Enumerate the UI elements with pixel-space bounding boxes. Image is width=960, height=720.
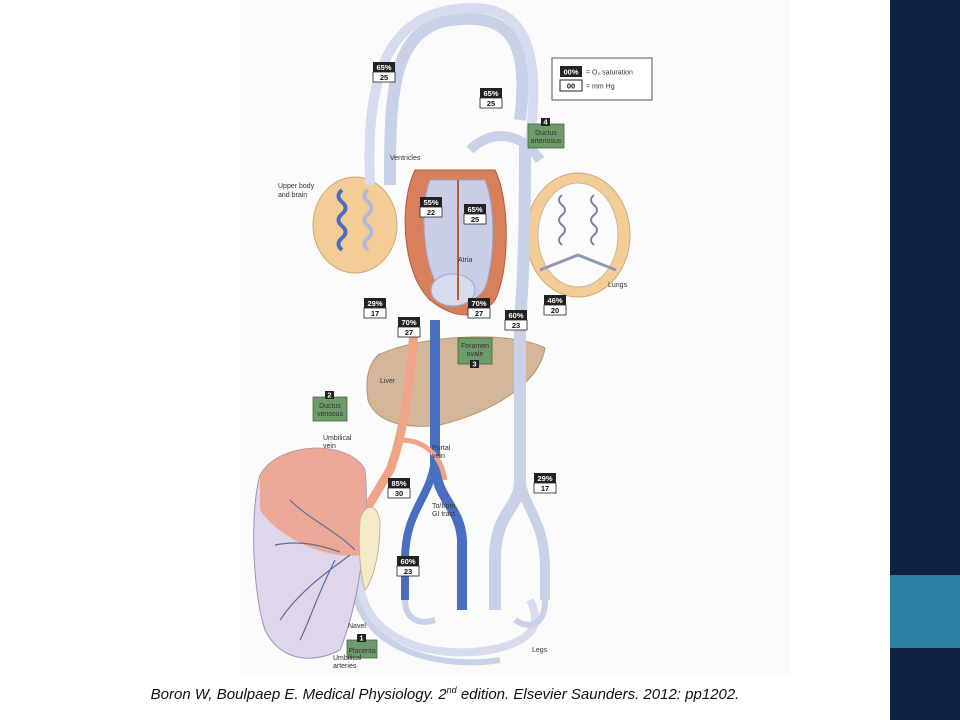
label-portal-vein-1: Portal <box>432 445 451 452</box>
label-gi-tract-1: To/from <box>432 503 456 510</box>
caption-text-2: edition. Elsevier Saunders. 2012: pp1202… <box>456 686 740 703</box>
label-umbilical-arteries-2: arteries <box>333 663 357 670</box>
value-mm: 25 <box>471 215 479 224</box>
value-mm: 25 <box>487 99 495 108</box>
value-mm: 23 <box>404 567 412 576</box>
value-mm: 17 <box>541 484 549 493</box>
legend-pct-desc: = O₂ saturation <box>586 70 633 77</box>
value-pct: 65% <box>467 205 482 214</box>
structure-name: ovale <box>467 351 484 358</box>
label-umbilical-vein-2: vein <box>323 443 336 450</box>
legend-mm-key: 00 <box>567 82 575 91</box>
legend-mm-desc: = mm Hg <box>586 84 615 91</box>
value-tag-left-ventricle: 65% 25 <box>463 204 487 225</box>
structure-name: venosus <box>317 411 344 418</box>
value-mm: 22 <box>427 208 435 217</box>
legend-pct-key: 00% <box>563 68 578 77</box>
value-mm: 17 <box>371 309 379 318</box>
value-pct: 29% <box>537 474 552 483</box>
label-portal-vein-2: vein <box>432 453 445 460</box>
value-tag-lower-body: 29% 17 <box>533 473 557 494</box>
structure-name: Placenta <box>348 648 375 655</box>
lungs <box>525 172 631 298</box>
structure-name: Foramen <box>461 343 489 350</box>
value-pct: 85% <box>391 479 406 488</box>
sidebar-accent-band <box>890 575 960 648</box>
label-atria: Atria <box>458 257 473 264</box>
structure-number: 3 <box>472 360 476 369</box>
placenta <box>253 447 381 659</box>
label-umbilical-arteries-1: Umbilical <box>333 655 362 662</box>
value-tag-descending-aorta: 60% 23 <box>504 310 528 331</box>
structure-ductus-venosus: 2 Ductus venosus <box>312 391 348 422</box>
label-gi-tract-2: GI tract <box>432 511 455 518</box>
caption-text-1: Boron W, Boulpaep E. Medical Physiology.… <box>150 686 447 703</box>
value-mm: 25 <box>380 73 388 82</box>
label-ventricles: Ventricles <box>390 155 421 162</box>
label-and-brain: and brain <box>278 192 307 199</box>
value-tag-right-ventricle: 55% 22 <box>419 197 443 218</box>
label-umbilical-vein-1: Umbilical <box>323 435 352 442</box>
value-mm: 23 <box>512 321 520 330</box>
aortic-arches <box>364 2 545 321</box>
value-tag-right-atrium: 70% 27 <box>467 298 491 319</box>
value-pct: 70% <box>401 318 416 327</box>
structure-number: 4 <box>543 118 548 127</box>
upper-body-brain <box>312 176 398 274</box>
structure-ductus-arteriosus: 4 Ductus arteriosus <box>527 118 565 149</box>
value-pct: 60% <box>508 311 523 320</box>
structure-name: arteriosus <box>531 138 562 145</box>
label-legs: Legs <box>532 647 548 654</box>
structure-placenta: 1 Placenta <box>346 634 378 659</box>
value-tag-umbilical-vein: 85% 30 <box>387 478 411 499</box>
value-tag-upper-body: 65% 25 <box>372 62 396 83</box>
structure-name: Ductus <box>319 403 341 410</box>
value-tag-lungs: 46% 20 <box>543 295 567 316</box>
label-navel: Navel <box>348 623 366 630</box>
value-mm: 30 <box>395 489 403 498</box>
value-pct: 60% <box>400 557 415 566</box>
structure-name: Ductus <box>535 130 557 137</box>
value-mm: 27 <box>475 309 483 318</box>
value-pct: 65% <box>376 63 391 72</box>
value-tag-ivc: 70% 27 <box>397 317 421 338</box>
value-mm: 27 <box>405 328 413 337</box>
value-pct: 46% <box>547 296 562 305</box>
fetal-circulation-diagram: 00% = O₂ saturation 00 = mm Hg 65% 25 65… <box>240 0 790 676</box>
legend: 00% = O₂ saturation 00 = mm Hg <box>551 57 653 101</box>
label-upper-body: Upper body <box>278 183 315 190</box>
structure-number: 1 <box>359 634 363 643</box>
label-lungs: Lungs <box>608 282 628 289</box>
value-tag-aortic-arch: 65% 25 <box>479 88 503 109</box>
value-pct: 29% <box>367 299 382 308</box>
caption-superscript: nd <box>446 685 457 695</box>
descending-vessels <box>356 319 550 610</box>
label-liver: Liver <box>380 378 396 385</box>
legs <box>402 599 548 628</box>
structure-foramen-ovale: Foramen ovale 3 <box>457 337 493 369</box>
value-pct: 65% <box>483 89 498 98</box>
value-tag-svc: 29% 17 <box>363 298 387 319</box>
structure-number: 2 <box>327 391 331 400</box>
value-tag-umbilical-artery: 60% 23 <box>396 556 420 577</box>
value-pct: 55% <box>423 198 438 207</box>
value-mm: 20 <box>551 306 559 315</box>
citation-caption: Boron W, Boulpaep E. Medical Physiology.… <box>0 685 890 703</box>
value-pct: 70% <box>471 299 486 308</box>
